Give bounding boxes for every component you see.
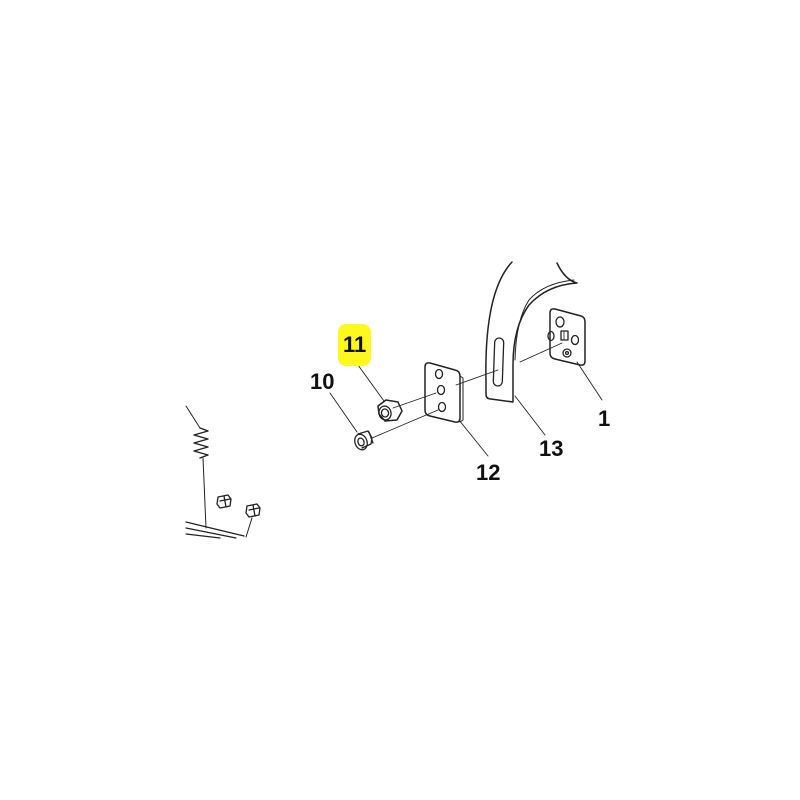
callout-11: 11	[338, 324, 372, 366]
callout-1-label: 1	[598, 406, 611, 431]
small-block-icon	[216, 494, 232, 509]
callout-11-label: 11	[343, 332, 367, 357]
callout-13-label: 13	[539, 436, 564, 461]
small-block-icon	[245, 503, 261, 518]
partial-assembly-left	[185, 405, 261, 539]
callout-10-label: 10	[310, 369, 335, 394]
spacer-plate-part-12	[424, 362, 464, 423]
assembly-centerlines	[371, 342, 563, 439]
callout-12: 12	[476, 462, 500, 484]
leader-lines	[329, 361, 603, 457]
hex-nut-part-11	[377, 399, 403, 422]
mounting-plate-part-1	[547, 308, 586, 366]
callout-1: 1	[598, 408, 610, 430]
curved-bracket-part-13	[485, 261, 578, 403]
callout-13: 13	[539, 438, 563, 460]
callout-12-label: 12	[476, 460, 501, 485]
callout-10: 10	[310, 371, 334, 393]
bolt-part-10	[354, 430, 374, 451]
spring-icon	[193, 427, 209, 459]
